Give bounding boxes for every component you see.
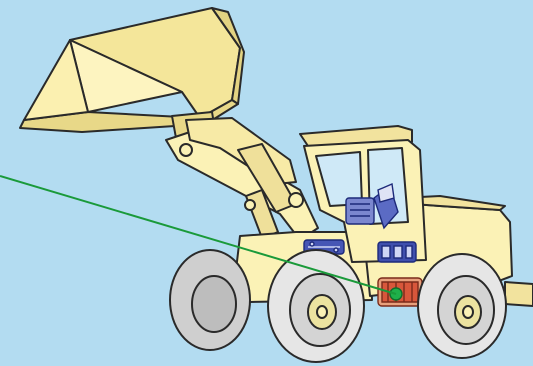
rear-wheel <box>418 254 506 358</box>
front-wheel-rear <box>170 250 250 350</box>
transmission-component <box>378 242 416 262</box>
front-wheel <box>268 250 364 362</box>
